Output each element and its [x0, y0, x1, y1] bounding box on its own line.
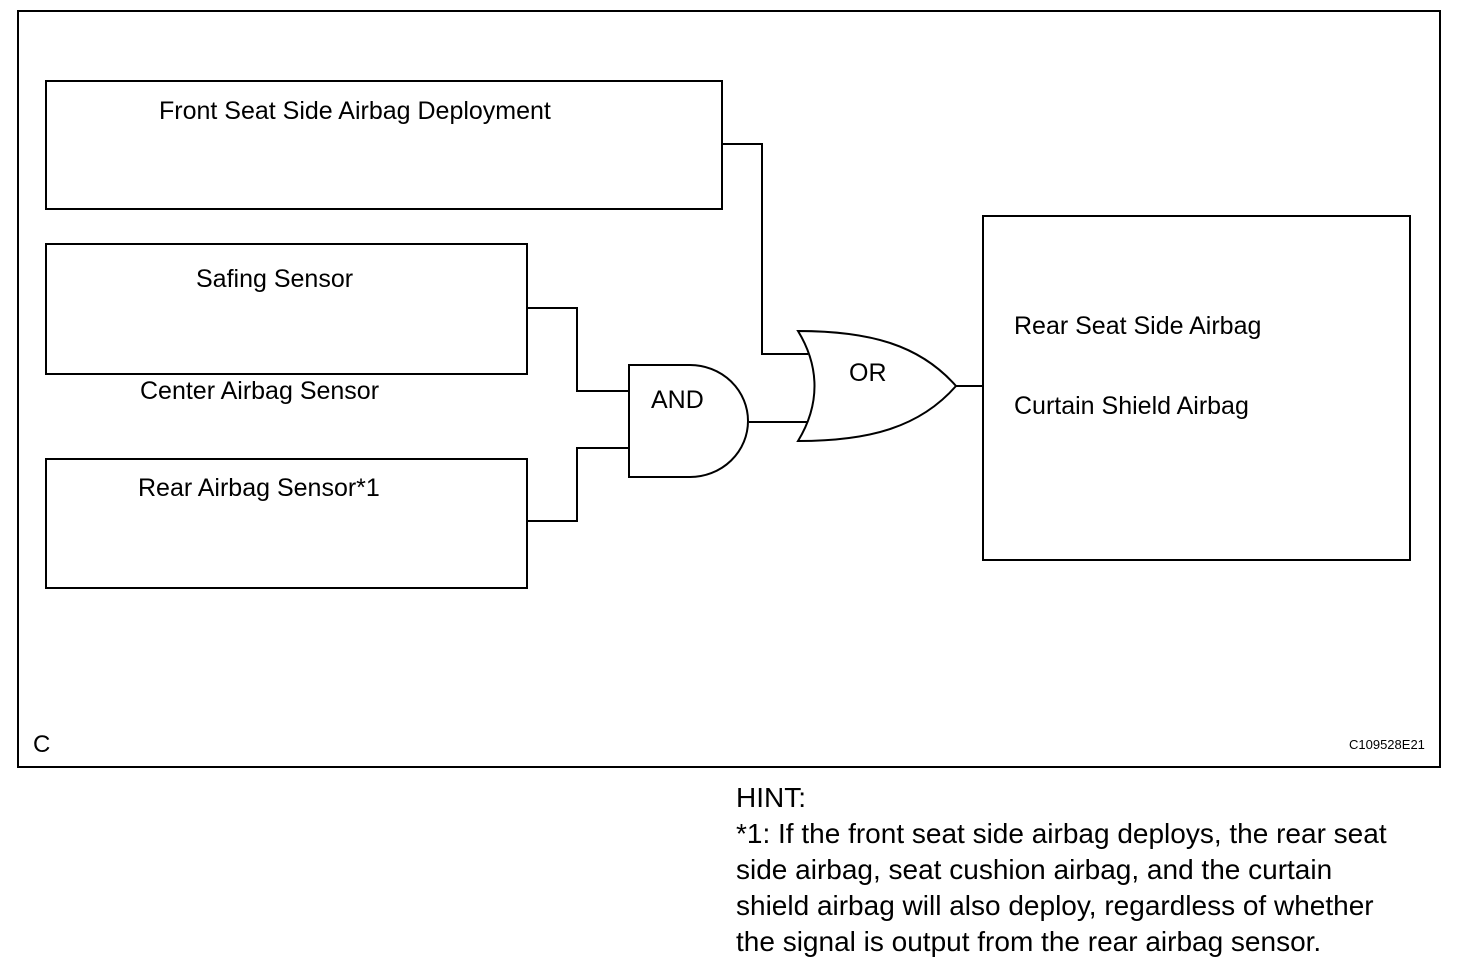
or-gate — [796, 329, 958, 443]
hint-block: HINT: *1: If the front seat side airbag … — [736, 780, 1456, 960]
hint-line: side airbag, seat cushion airbag, and th… — [736, 854, 1333, 885]
output-airbag-box — [982, 215, 1411, 561]
wire-safing-to-and — [526, 307, 629, 392]
wire-rear-sensor-to-and — [526, 447, 629, 522]
front-seat-side-airbag-box — [45, 80, 723, 210]
rear-airbag-sensor-label: Rear Airbag Sensor*1 — [138, 474, 380, 502]
center-airbag-sensor-label: Center Airbag Sensor — [140, 377, 380, 405]
rear-airbag-sensor-box — [45, 458, 528, 589]
diagram-frame — [17, 10, 1441, 768]
safing-sensor-box — [45, 243, 528, 375]
and-gate — [628, 364, 749, 478]
output-label-rear-seat: Rear Seat Side Airbag — [1014, 312, 1262, 340]
hint-line: shield airbag will also deploy, regardle… — [736, 890, 1374, 921]
or-gate-label: OR — [849, 359, 887, 387]
hint-line: *1: If the front seat side airbag deploy… — [736, 818, 1387, 849]
output-label-curtain-shield: Curtain Shield Airbag — [1014, 392, 1249, 420]
figure-code: C109528E21 — [1349, 737, 1425, 752]
front-seat-label: Front Seat Side Airbag Deployment — [159, 97, 551, 125]
corner-letter: C — [33, 731, 51, 758]
and-gate-label: AND — [651, 386, 704, 414]
hint-line: the signal is output from the rear airba… — [736, 926, 1322, 957]
safing-sensor-label: Safing Sensor — [196, 265, 354, 293]
hint-title: HINT: — [736, 782, 806, 813]
wire-front-seat-to-or — [721, 143, 808, 355]
